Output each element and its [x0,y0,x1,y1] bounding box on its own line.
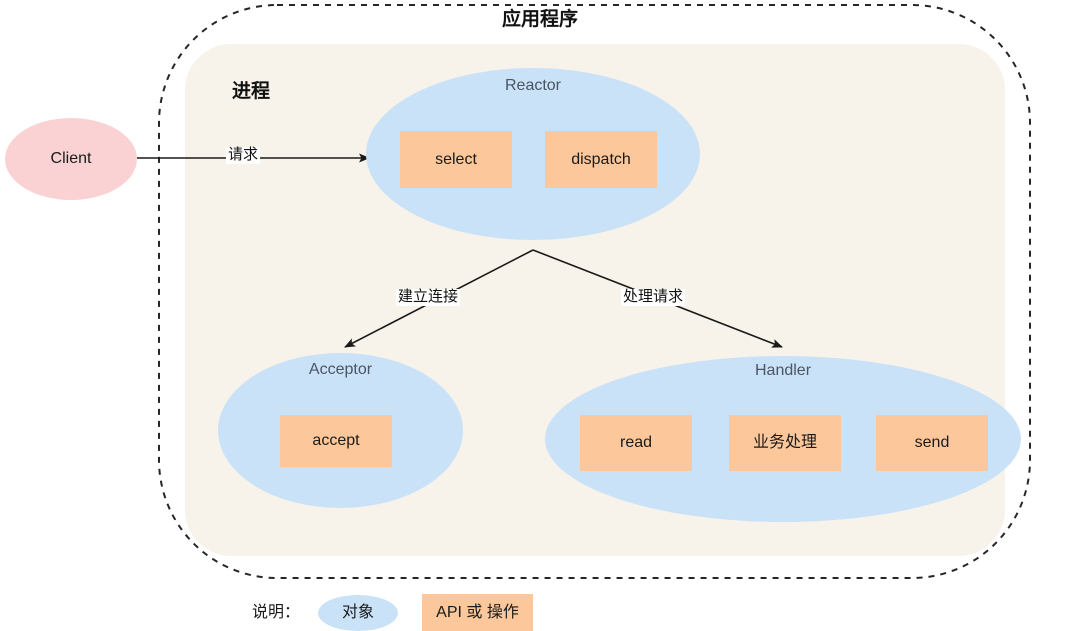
process-title: 进程 [232,81,271,102]
handler-label: Handler [754,362,812,379]
reactor-op-dispatch-label: dispatch [571,150,631,168]
reactor-op-select-label: select [435,150,477,168]
reactor-op-dispatch[interactable]: dispatch [545,131,657,188]
legend-object-label: 对象 [342,604,375,621]
client-node[interactable]: Client [5,118,137,200]
legend-api-label: API 或 操作 [436,604,519,621]
application-title: 应用程序 [501,9,578,30]
reactor-label: Reactor [504,77,562,94]
legend-api-swatch: API 或 操作 [422,594,534,631]
acceptor-op-accept-label: accept [312,432,360,449]
legend-caption: 说明： [252,604,301,621]
legend: 说明： 对象 API 或 操作 [252,594,534,631]
handler-op-send-label: send [914,434,950,451]
reactor-op-select[interactable]: select [400,131,512,188]
edge-label-request: 请求 [226,146,261,164]
handler-op-business[interactable]: 业务处理 [729,415,841,471]
legend-object-swatch: 对象 [318,595,399,631]
client-label: Client [50,150,92,167]
acceptor-label: Acceptor [308,361,373,378]
edge-label-handle-request: 处理请求 [621,288,686,306]
handler-op-read-label: read [619,434,653,451]
edge-label-establish-connection: 建立连接 [396,288,461,306]
handler-op-read[interactable]: read [580,415,692,471]
acceptor-op-accept[interactable]: accept [280,415,392,467]
handler-op-send[interactable]: send [876,415,988,471]
handler-op-business-label: 业务处理 [752,434,817,451]
